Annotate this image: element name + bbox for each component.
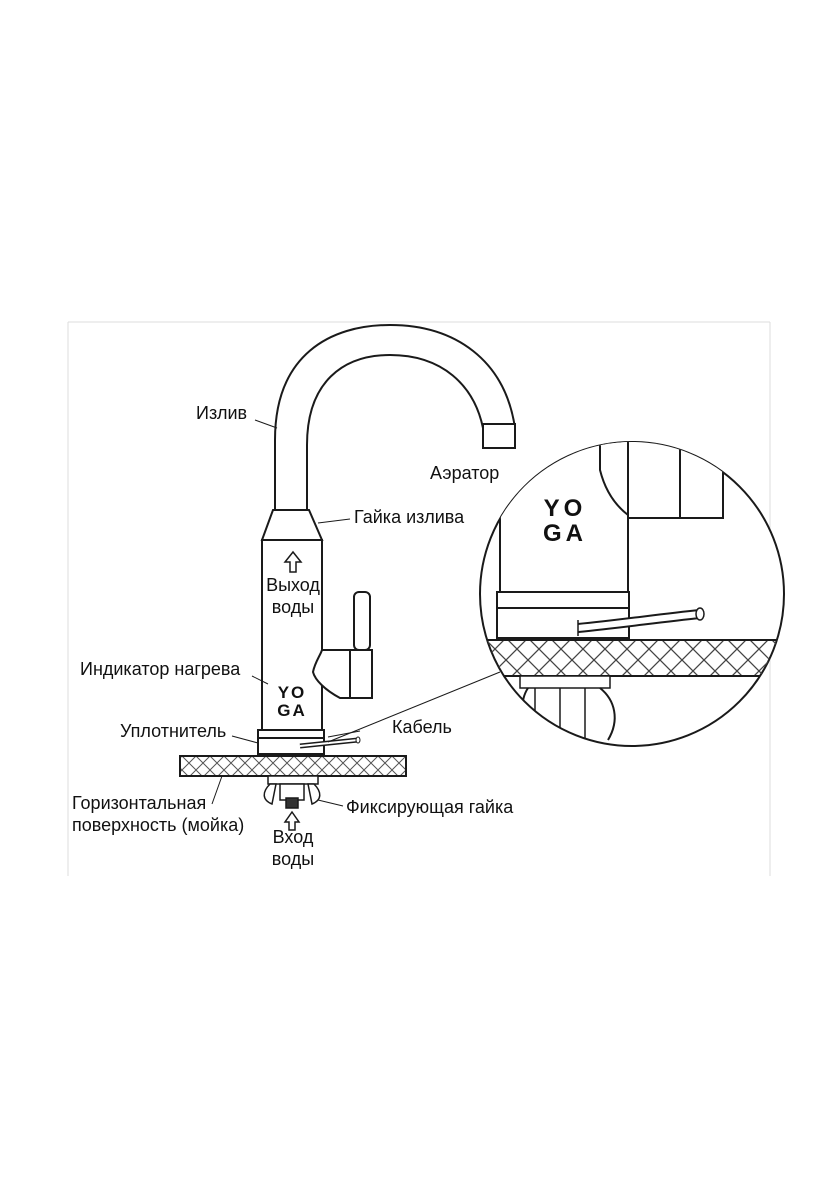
fixing-nut <box>263 775 321 809</box>
label-water-out: Выход воды <box>258 574 328 618</box>
label-spout-nut: Гайка излива <box>354 507 465 527</box>
spout <box>274 323 516 512</box>
seal <box>257 729 325 739</box>
label-fixing-nut: Фиксирующая гайка <box>346 797 514 817</box>
label-water-out-line-2: воды <box>271 597 315 617</box>
brand-zoom-line-2: GA <box>543 520 587 547</box>
label-seal: Уплотнитель <box>120 721 227 741</box>
spout-nut <box>260 509 324 541</box>
label-water-in: Вход воды <box>256 826 330 870</box>
label-spout: Излив <box>196 403 248 423</box>
label-surface-line-2: поверхность (мойка) <box>72 815 245 835</box>
brand-line-2: GA <box>277 701 307 720</box>
leader-lines <box>211 419 501 807</box>
brand-logo-zoom: YO GA <box>530 496 600 546</box>
aerator <box>482 423 516 449</box>
lever-handle <box>311 591 373 699</box>
label-water-in-line-1: Вход <box>272 827 314 847</box>
label-water-out-line-1: Выход <box>266 575 320 595</box>
brand-logo-main: YO GA <box>270 684 314 720</box>
brand-line-1: YO <box>277 683 307 702</box>
sink-surface <box>179 755 407 777</box>
water-in-arrow <box>283 810 301 831</box>
zoom-detail <box>480 442 784 741</box>
label-surface-line-1: Горизонтальная <box>72 793 207 813</box>
label-cable: Кабель <box>392 717 452 737</box>
label-water-in-line-2: воды <box>271 849 315 869</box>
label-surface: Горизонтальная поверхность (мойка) <box>72 792 244 836</box>
water-out-arrow <box>283 550 303 573</box>
label-heat-indicator: Индикатор нагрева <box>80 659 241 679</box>
label-aerator: Аэратор <box>430 463 500 483</box>
brand-zoom-line-1: YO <box>543 495 587 522</box>
